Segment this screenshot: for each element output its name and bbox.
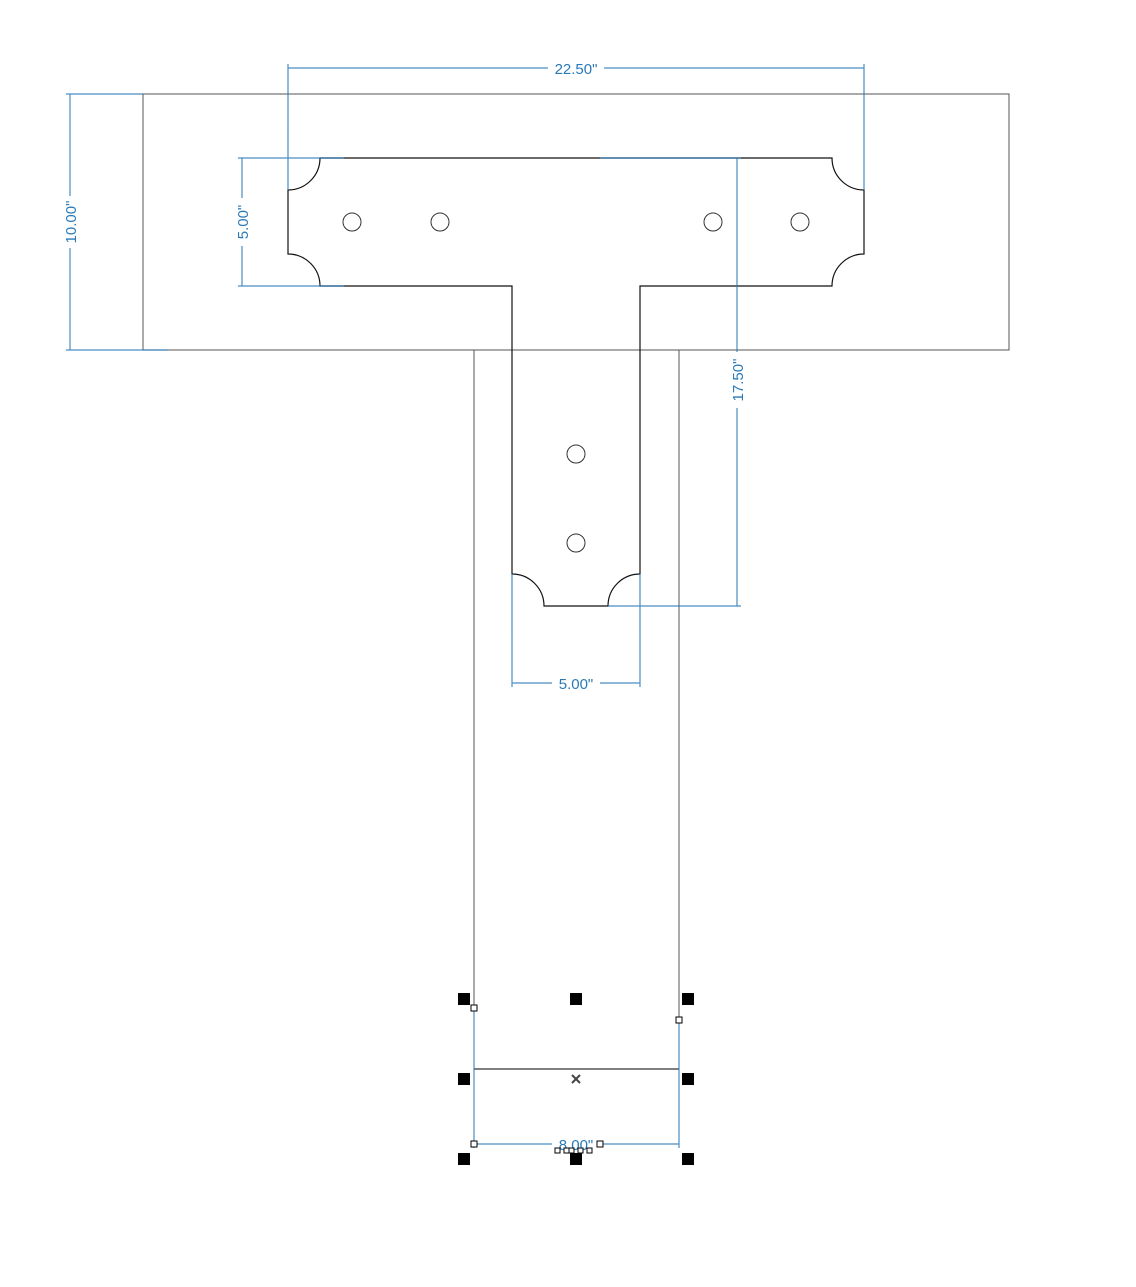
bolt-hole[interactable] [790,212,810,232]
text-handle[interactable] [586,1147,593,1154]
resize-handle-left[interactable] [458,1073,470,1085]
bolt-hole[interactable] [703,212,723,232]
bolt-hole[interactable] [342,212,362,232]
dim-flange-height-label[interactable]: 5.00" [235,205,252,240]
resize-handle-top[interactable] [570,993,582,1005]
stem-board-sides[interactable] [473,350,680,1020]
resize-handle-bottom-left[interactable] [458,1153,470,1165]
bolt-hole[interactable] [566,533,586,553]
vertex-handle[interactable] [675,1016,683,1024]
bolt-hole[interactable] [566,444,586,464]
resize-handle-right[interactable] [682,1073,694,1085]
resize-handle-bottom[interactable] [570,1153,582,1165]
dim-stem-width-label[interactable]: 5.00" [559,676,594,693]
dim-selected-width-lines[interactable] [473,1008,680,1148]
resize-handle-bottom-right[interactable] [682,1153,694,1165]
dim-overall-height-label[interactable]: 17.50" [730,359,747,402]
dim-outer-height-label[interactable]: 10.00" [63,201,80,244]
outer-board[interactable] [142,93,1010,351]
text-handle[interactable] [577,1147,584,1154]
dim-outer-height-lines[interactable] [66,93,168,351]
resize-handle-top-left[interactable] [458,993,470,1005]
text-handle[interactable] [554,1147,561,1154]
resize-handle-top-right[interactable] [682,993,694,1005]
text-handle[interactable] [563,1147,570,1154]
text-handle[interactable] [568,1147,575,1154]
vertex-handle[interactable] [596,1140,604,1148]
dim-stem-width-lines[interactable] [511,574,641,687]
dim-top-width-lines[interactable] [287,64,865,190]
bolt-hole[interactable] [430,212,450,232]
dim-overall-height-lines[interactable] [600,157,741,607]
vertex-handle[interactable] [470,1004,478,1012]
dim-top-width-label[interactable]: 22.50" [555,61,598,78]
vertex-handle[interactable] [470,1140,478,1148]
dim-flange-height-lines[interactable] [238,157,344,287]
center-x-icon[interactable] [571,1074,581,1084]
